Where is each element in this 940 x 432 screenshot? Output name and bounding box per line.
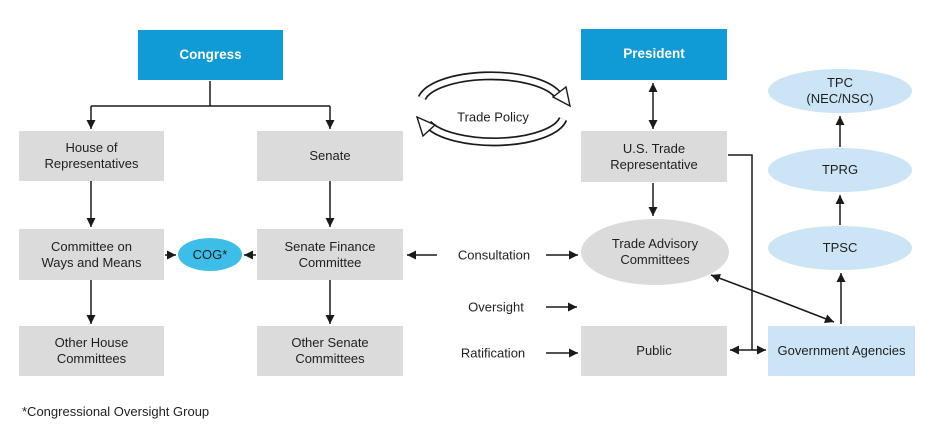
node-other-senate-label: Other Senate Committees — [291, 335, 369, 366]
node-tac-label: Trade Advisory Committees — [611, 236, 699, 267]
oversight-label: Oversight — [466, 299, 526, 315]
ratification-label: Ratification — [458, 345, 528, 361]
node-trade-advisory-committees: Trade Advisory Committees — [581, 219, 729, 285]
footnote: *Congressional Oversight Group — [22, 404, 210, 419]
node-committee-ways-means: Committee on Ways and Means — [19, 229, 164, 280]
node-public-label: Public — [636, 343, 672, 359]
node-congress-label: Congress — [179, 46, 242, 62]
node-tpc: TPC (NEC/NSC) — [768, 69, 912, 113]
node-cog-label: COG* — [192, 246, 228, 262]
arrow-diag-to-tac — [710, 273, 773, 299]
node-public: Public — [581, 326, 727, 376]
node-other-house-committees: Other House Committees — [19, 326, 164, 376]
node-tpc-label: TPC (NEC/NSC) — [806, 75, 874, 106]
node-other-senate-committees: Other Senate Committees — [257, 326, 403, 376]
node-congress: Congress — [138, 30, 283, 80]
consultation-label: Consultation — [455, 247, 533, 263]
node-cwm-label: Committee on Ways and Means — [41, 238, 142, 270]
node-sfc-label: Senate Finance Committee — [284, 238, 376, 270]
node-senate: Senate — [257, 131, 403, 181]
node-tprg: TPRG — [768, 148, 912, 192]
node-tprg-label: TPRG — [821, 162, 859, 178]
node-house-of-representatives: House of Representatives — [19, 131, 164, 181]
node-tpsc: TPSC — [768, 226, 912, 270]
node-senate-label: Senate — [309, 148, 351, 164]
node-house-label: House of Representatives — [44, 140, 139, 171]
node-tpsc-label: TPSC — [822, 240, 858, 256]
node-ustr-label: U.S. Trade Representative — [610, 140, 698, 172]
node-senate-finance-committee: Senate Finance Committee — [257, 229, 403, 280]
arrow-diag-to-gov — [771, 297, 835, 323]
node-gov-agencies-label: Government Agencies — [777, 343, 906, 359]
node-president: President — [581, 29, 727, 80]
node-cog: COG* — [178, 238, 242, 271]
node-other-house-label: Other House Committees — [54, 335, 129, 366]
node-government-agencies: Government Agencies — [768, 326, 915, 376]
line-ustr-elbow — [728, 154, 753, 350]
node-president-label: President — [623, 46, 685, 62]
node-us-trade-representative: U.S. Trade Representative — [581, 131, 727, 182]
trade-policy-label: Trade Policy — [455, 109, 531, 125]
